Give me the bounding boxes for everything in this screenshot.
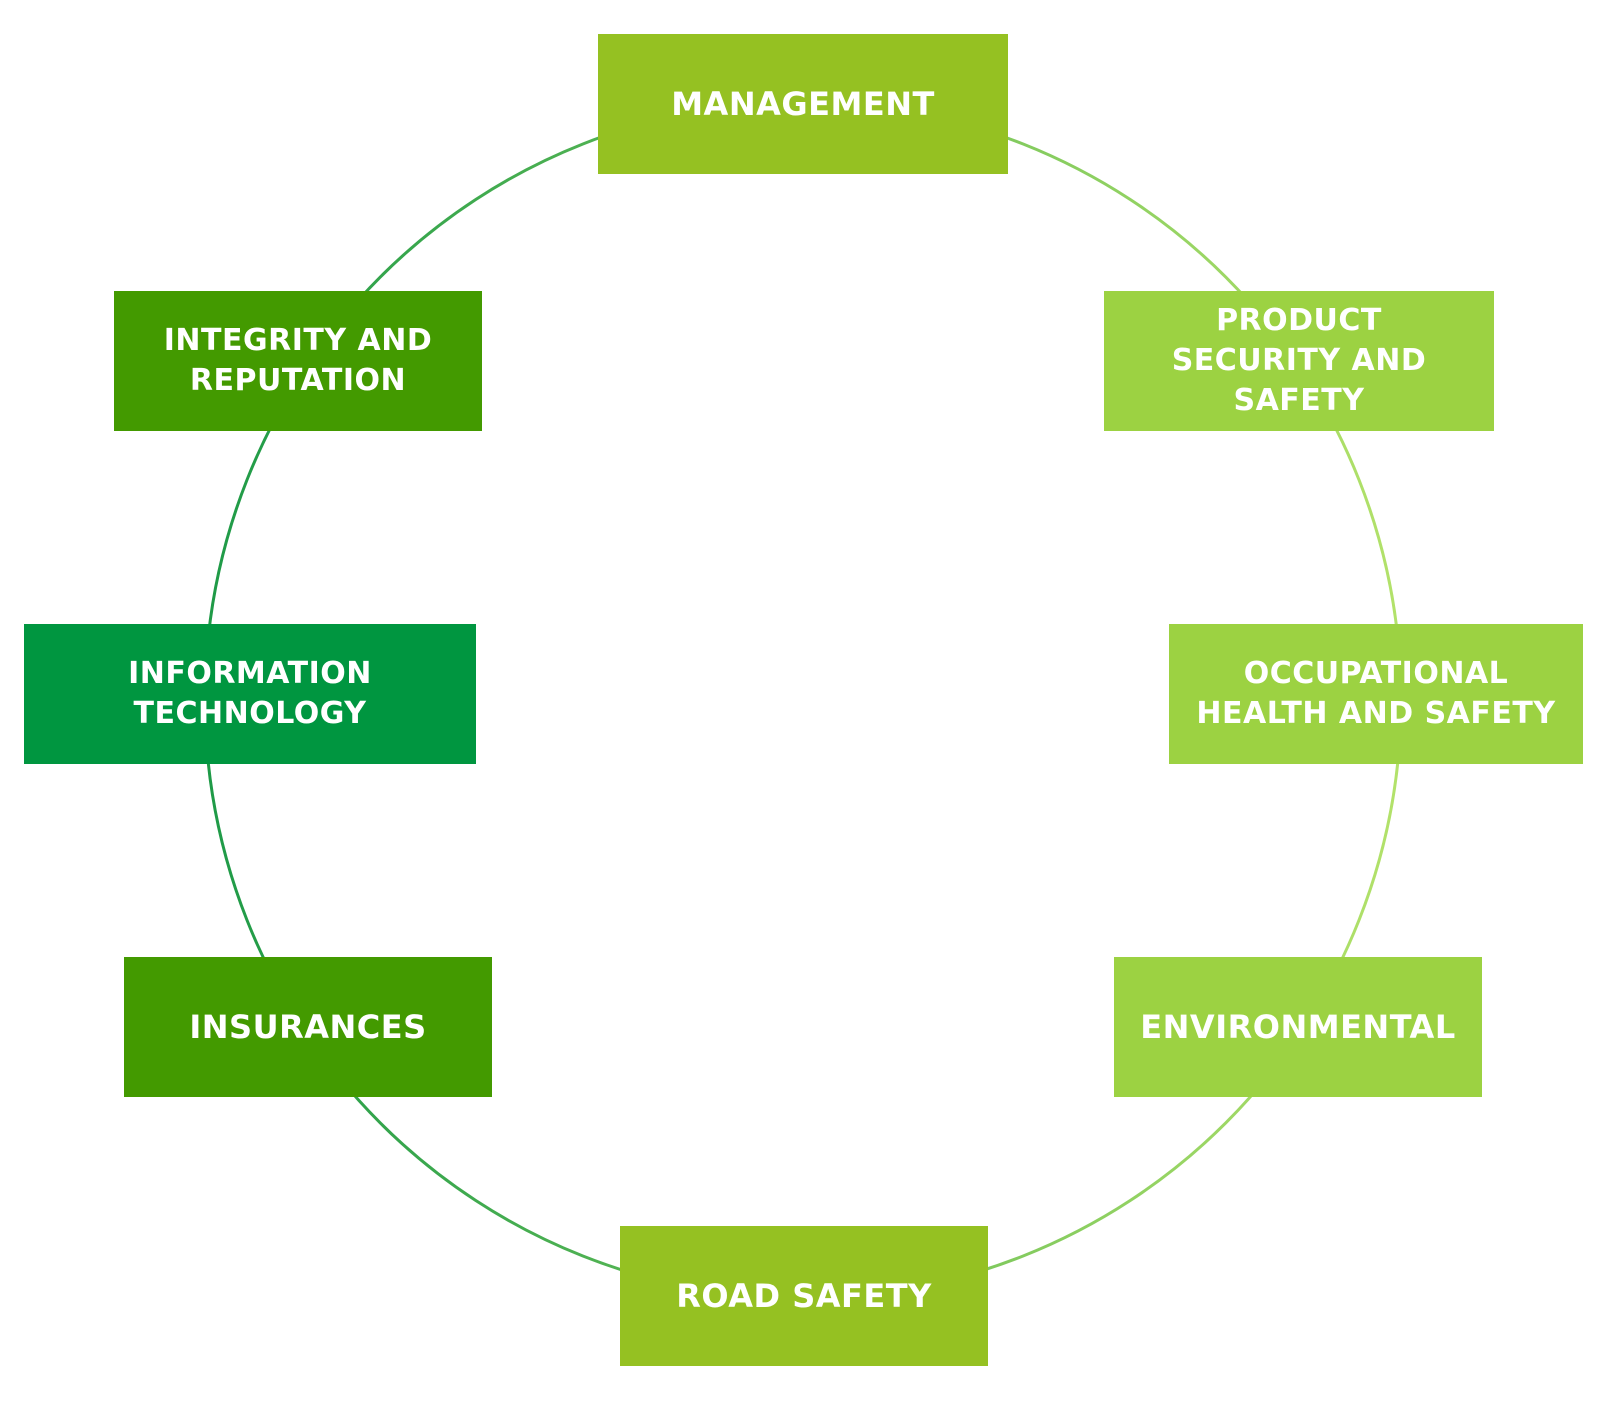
node-management-label: MANAGEMENT (671, 85, 935, 123)
node-integrity-label: INTEGRITY AND REPUTATION (163, 323, 433, 398)
node-information-technology: INFORMATION TECHNOLOGY (24, 624, 476, 764)
node-product-label: PRODUCT SECURITY AND SAFETY (1171, 303, 1427, 418)
node-environmental-label: ENVIRONMENTAL (1140, 1008, 1456, 1046)
node-road-safety: ROAD SAFETY (620, 1226, 988, 1366)
node-occupational-health-and-safety: OCCUPATIONAL HEALTH AND SAFETY (1169, 624, 1583, 764)
node-integrity-and-reputation: INTEGRITY AND REPUTATION (114, 291, 482, 431)
node-environmental: ENVIRONMENTAL (1114, 957, 1482, 1097)
node-management: MANAGEMENT (598, 34, 1008, 174)
node-insurances-label: INSURANCES (189, 1008, 427, 1046)
node-road-label: ROAD SAFETY (676, 1277, 932, 1315)
node-information-label: INFORMATION TECHNOLOGY (128, 656, 372, 731)
node-insurances: INSURANCES (124, 957, 492, 1097)
node-product-security-and-safety: PRODUCT SECURITY AND SAFETY (1104, 291, 1494, 431)
node-occupational-label: OCCUPATIONAL HEALTH AND SAFETY (1196, 656, 1556, 731)
